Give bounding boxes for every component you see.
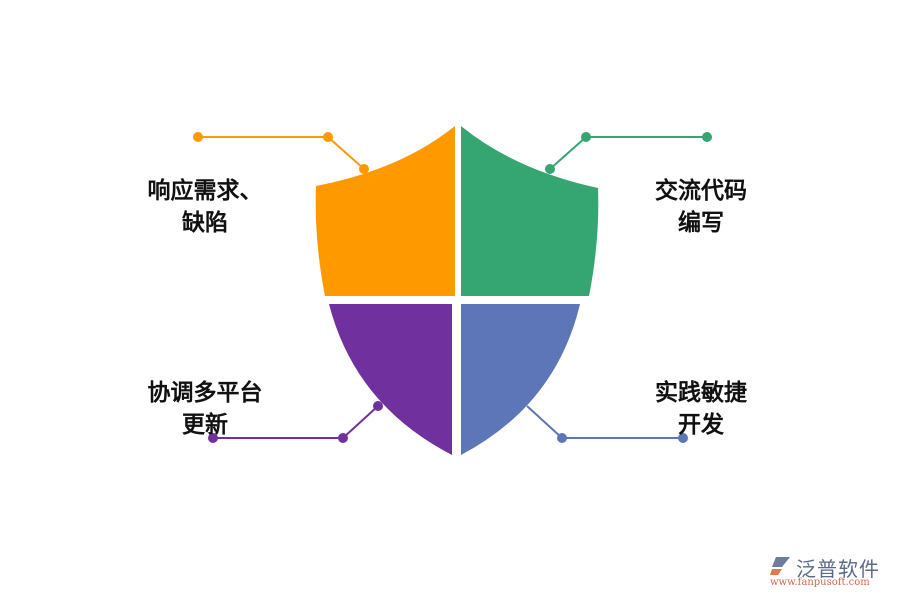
brand-name: 泛普软件: [796, 557, 880, 581]
connector-bottom-right: [526, 405, 688, 443]
connector-top-left: [193, 132, 369, 174]
fanpu-logo-icon: [770, 557, 790, 575]
label-bottom-right: 实践敏捷 开发: [626, 377, 776, 441]
label-line: 实践敏捷: [655, 380, 747, 406]
label-line: 交流代码: [655, 178, 747, 204]
label-top-left: 响应需求、 缺陷: [130, 175, 280, 239]
label-line: 开发: [678, 412, 724, 438]
shield-quadrant-top-right: [461, 126, 599, 296]
label-line: 缺陷: [182, 210, 228, 236]
shield-quadrant-top-left: [315, 126, 455, 296]
brand-url: www.fanpusoft.com: [770, 577, 870, 588]
brand-logo: 泛普软件 www.fanpusoft.com: [768, 553, 894, 593]
label-line: 编写: [678, 210, 724, 236]
connector-bottom-left: [208, 401, 383, 443]
label-bottom-left: 协调多平台 更新: [130, 377, 280, 441]
label-top-right: 交流代码 编写: [626, 175, 776, 239]
connector-top-right: [545, 132, 712, 174]
label-line: 更新: [182, 412, 228, 438]
label-line: 协调多平台: [147, 380, 263, 406]
label-line: 响应需求、: [147, 178, 263, 204]
shield-quadrant-bottom-left: [329, 304, 452, 455]
shield-quadrant-bottom-right: [461, 304, 580, 455]
